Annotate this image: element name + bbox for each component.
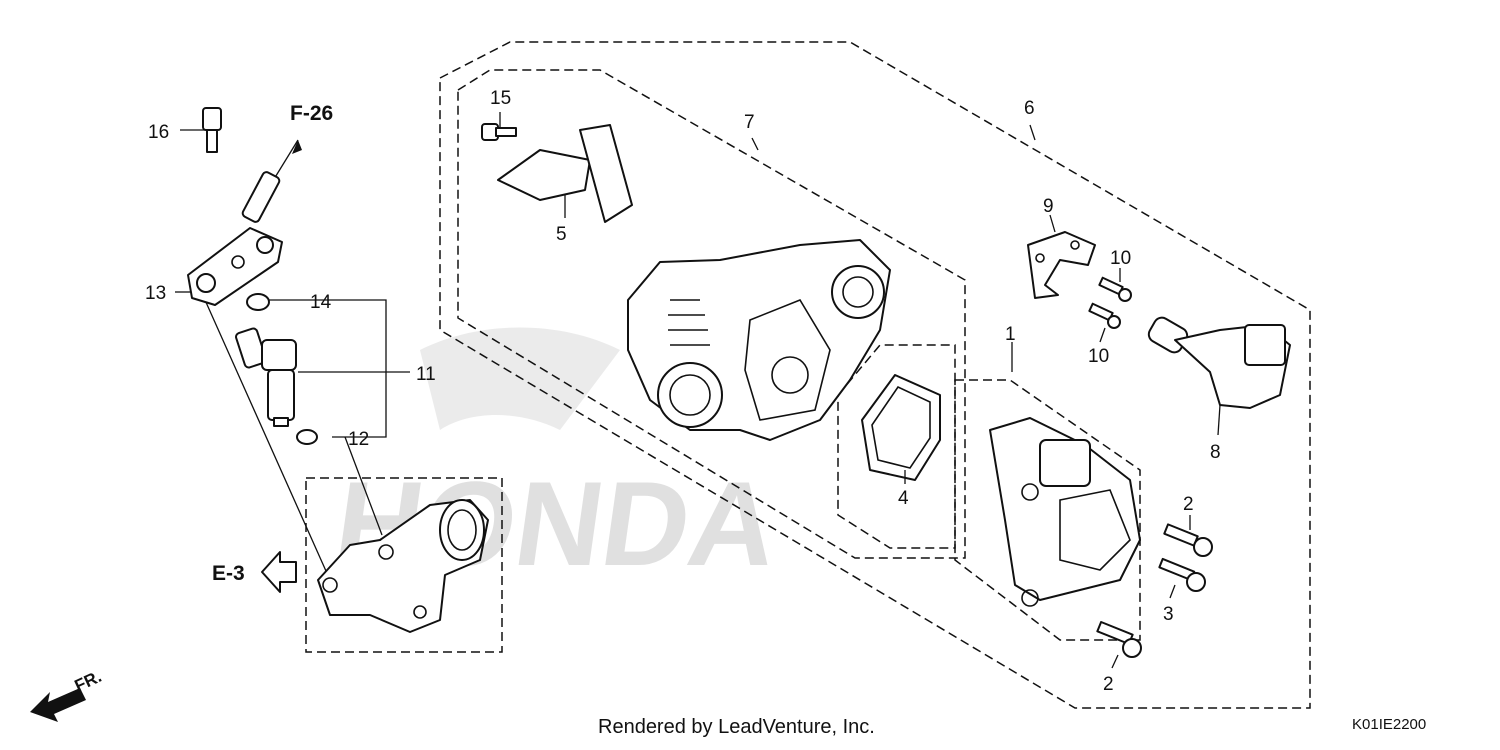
ref-f26[interactable]: F-26 — [290, 102, 333, 125]
callout-13: 13 — [145, 283, 166, 304]
intake-pipe — [317, 499, 489, 633]
credit-text: Rendered by LeadVenture, Inc. — [598, 716, 875, 738]
diagram-code: K01IE2200 — [1352, 716, 1426, 733]
callout-16: 16 — [148, 122, 169, 143]
intake-outline — [305, 477, 503, 653]
callout-5: 5 — [556, 224, 567, 245]
callout-numbers: 16 13 14 11 12 15 5 7 6 9 10 10 8 1 4 2 … — [145, 88, 1221, 695]
leader-13-line — [204, 299, 331, 581]
assembly-outline-6 — [439, 41, 1311, 709]
callout-9: 9 — [1043, 196, 1054, 217]
ref-e3[interactable]: E-3 — [212, 562, 245, 585]
injector-holder-13 — [187, 171, 283, 306]
callout-2-upper: 2 — [1183, 494, 1194, 515]
screw-10-upper — [1098, 276, 1132, 302]
seal-12 — [296, 429, 318, 445]
callout-3: 3 — [1163, 604, 1174, 625]
bolt-16 — [202, 107, 222, 153]
throttle-body-7 — [627, 239, 891, 441]
screw-10-lower — [1088, 302, 1121, 329]
bolt-3 — [1158, 557, 1206, 592]
front-direction-arrow: FR. — [30, 667, 105, 722]
arrow-e3 — [261, 551, 297, 593]
gasket-4 — [861, 374, 941, 481]
callout-7: 7 — [744, 112, 755, 133]
assembly-outline-7 — [457, 69, 966, 559]
callout-12: 12 — [348, 429, 369, 450]
callout-10-upper: 10 — [1110, 248, 1131, 269]
sensor-outline-1 — [954, 379, 1141, 641]
callout-1: 1 — [1005, 324, 1016, 345]
bracket-14-12 — [268, 299, 387, 438]
callout-8: 8 — [1210, 442, 1221, 463]
callout-10-lower: 10 — [1088, 346, 1109, 367]
throttle-sensor-1 — [989, 417, 1141, 607]
screw-15 — [481, 123, 517, 141]
fuel-injector-11 — [235, 327, 297, 427]
callout-15: 15 — [490, 88, 511, 109]
bolt-2-lower — [1096, 620, 1142, 658]
sensor-8 — [1147, 316, 1291, 409]
callout-6: 6 — [1024, 98, 1035, 119]
callout-2-lower: 2 — [1103, 674, 1114, 695]
leader-lines — [175, 112, 1221, 669]
bolt-2-upper — [1163, 523, 1213, 557]
callout-11: 11 — [416, 364, 436, 385]
callout-4: 4 — [898, 488, 909, 509]
o-ring-14 — [246, 293, 270, 311]
bracket-5 — [497, 124, 633, 223]
callout-14: 14 — [310, 292, 332, 313]
bracket-9 — [1027, 231, 1096, 299]
